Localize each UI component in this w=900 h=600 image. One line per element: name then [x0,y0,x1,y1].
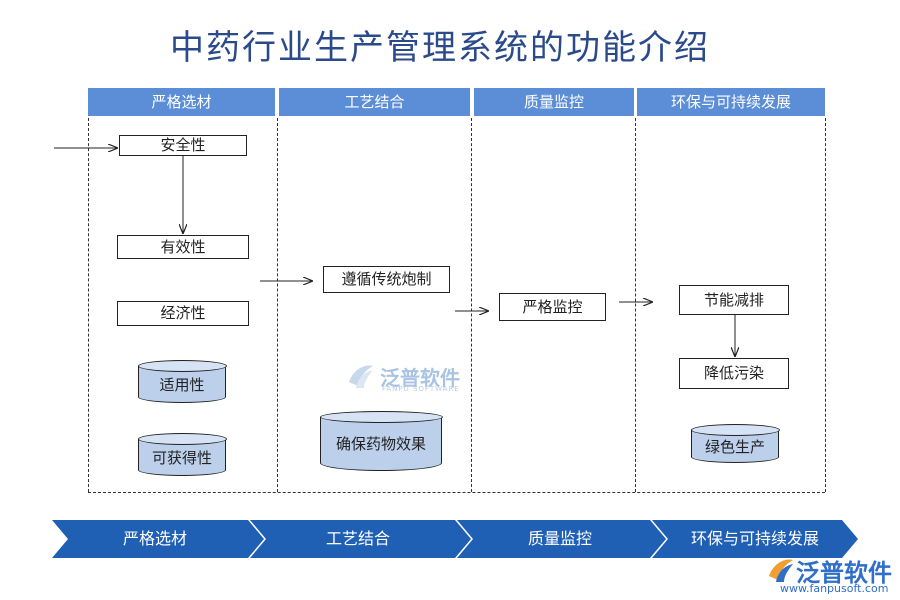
drug-efficacy-cylinder: 确保药物效果 [319,411,443,471]
applicability-label: 适用性 [159,376,205,394]
brand-logo-url: www.fanpusoft.com [780,582,889,595]
green-production-label: 绿色生产 [704,438,765,456]
chevron-label-2: 工艺结合 [325,529,390,548]
chevron-4 [652,520,858,558]
column-header-quality-monitoring: 质量监控 [474,88,634,116]
traditional-processing-box: 遵循传统炮制 [323,266,450,293]
page-title: 中药行业生产管理系统的功能介绍 [170,28,710,68]
energy-saving-box: 节能减排 [679,285,789,315]
safety-box: 安全性 [119,135,247,156]
brand-logo-icon [769,559,793,582]
green-production-cylinder: 绿色生产 [690,424,780,463]
brand-logo-text: 泛普软件 [796,559,892,587]
column-header-sustainability: 环保与可持续发展 [637,88,825,116]
column-divider [277,118,278,492]
chevron-2 [250,520,471,558]
column-header-material-selection: 严格选材 [88,88,275,116]
column-divider [635,118,636,492]
chevron-1 [52,520,264,558]
chevron-label-1: 严格选材 [122,529,187,548]
availability-label: 可获得性 [151,449,212,467]
watermark-logo-icon [349,365,373,388]
drug-efficacy-label: 确保药物效果 [335,435,426,453]
strict-monitoring-box: 严格监控 [499,293,606,321]
column-divider [88,118,89,492]
column-divider [471,118,472,492]
column-header-process-integration: 工艺结合 [279,88,470,116]
chevron-label-3: 质量监控 [527,529,592,548]
applicability-cylinder: 适用性 [137,360,227,403]
watermark-text: 泛普软件 [380,366,460,390]
chevron-3 [457,520,666,558]
availability-cylinder: 可获得性 [137,433,227,476]
column-divider [825,118,826,492]
bottom-divider [88,492,825,493]
chevron-label-4: 环保与可持续发展 [690,529,819,548]
effectiveness-box: 有效性 [117,235,249,259]
watermark-subtext: FANPU SOFTWARE [382,385,460,393]
economy-box: 经济性 [117,301,249,326]
pollution-reduction-box: 降低污染 [679,358,789,389]
